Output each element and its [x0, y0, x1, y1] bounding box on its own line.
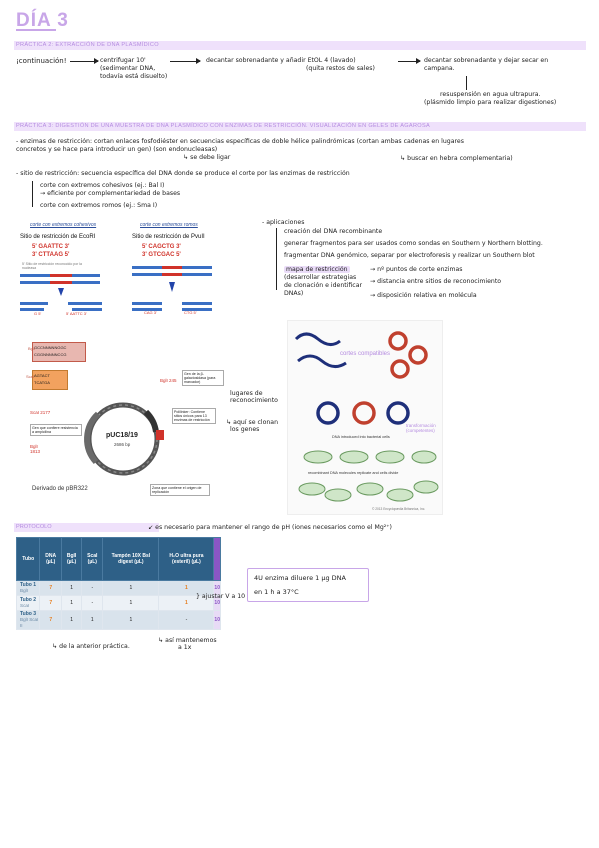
- fig-right-seq2: 3' GTCGAC 5': [142, 252, 181, 258]
- section-header-practica-3: PRÁCTICA 3: DIGESTIÓN DE UNA MUESTRA DE …: [14, 122, 586, 131]
- fig-left-cut-b: G 5': [34, 311, 42, 316]
- fig-left-title: corte con extremos cohesivos: [30, 222, 97, 228]
- flow-arrow: [398, 58, 421, 64]
- fig-right-diagram: [132, 266, 212, 311]
- fig-left-site: Sitio de restricción de EcoRI: [20, 234, 96, 240]
- fig-left-cut-a: 5' AATTC 3': [66, 311, 87, 316]
- note-ori: Zona que contiene el origen de replicaci…: [150, 484, 210, 496]
- label-introduced: DNA introduced into bacterial cells: [332, 435, 390, 439]
- col-h2o: H₂O ultra pura (esteril) (µL): [158, 537, 215, 581]
- applications-bracket: [276, 228, 277, 290]
- note-tampon: ↙ es necesario para mantener el rango de…: [148, 524, 392, 531]
- fig-left-diagram: [20, 274, 102, 311]
- label-cortes-compatibles: cortes compatibles: [340, 351, 391, 357]
- label-bgli-pos: BglI 245: [160, 378, 177, 383]
- label-scai: ScaI: [26, 374, 35, 379]
- label-bgli: BglI: [28, 346, 35, 351]
- restriction-site-definition: - sitio de restricción: secuencia especí…: [16, 170, 350, 177]
- plasmid-name: pUC18/19: [106, 432, 138, 439]
- box-bgli-seq: GCCNNNNNGGC CGGNNNNNCCG: [32, 342, 86, 362]
- enzymes-definition: - enzimas de restricción: cortan enlaces…: [16, 138, 464, 153]
- fig-right-cut-a: CAG 3': [144, 310, 157, 315]
- col-bgli: BglI (µL): [60, 537, 83, 581]
- note-polylinker: Polilinker: Contiene sitios únicos para …: [172, 408, 216, 424]
- figure-copyright: © 2013 Encyclopædia Britannica, Inc.: [372, 507, 426, 511]
- title-underline: [16, 29, 56, 31]
- fig-right-cut-b: CTG 5': [184, 310, 197, 315]
- col-tampon: Tampón 10X Bsl digest (µL): [102, 537, 160, 581]
- plasmid-size: 2686 bp: [114, 442, 131, 447]
- col-tubo: Tubo: [15, 537, 41, 581]
- enzyme-note-box: 4U enzima diluere 1 µg DNA en 1 h a 37°C: [247, 568, 369, 602]
- step-decantar-1: decantar sobrenadante y añadir EtOL 4 (l…: [206, 57, 375, 72]
- flow-arrow: [70, 58, 99, 64]
- box-scai-seq: AGTACT TCATGA: [32, 370, 68, 390]
- note-ligar: ↳ se debe ligar: [183, 154, 231, 161]
- recombinant-dna-figure: cortes compatibles DNA introduced into b…: [287, 320, 443, 515]
- label-transformacion: transformación (competentes): [406, 423, 436, 433]
- map-disposicion: → disposición relativa en molécula: [370, 292, 477, 299]
- fig-right-seq1: 5' CAGCTG 3': [142, 244, 181, 250]
- step-centrifugar: centrifugar 10'(sedimentar DNA,todavía e…: [100, 57, 168, 80]
- note-lacz: Gen de la β-galactosidasa (para marcador…: [182, 370, 224, 386]
- note-anterior: ↳ de la anterior práctica.: [52, 643, 130, 650]
- label-scai-pos: ScaI 2177: [30, 410, 51, 415]
- flow-arrow: [170, 58, 201, 64]
- note-hebra: ↳ buscar en hebra complementaria): [400, 155, 513, 162]
- fig-left-seq1: 5' GAATTC 3': [32, 244, 70, 250]
- fig-right-title: corte con extremos romos: [140, 222, 198, 228]
- col-dna: DNA (µL): [39, 537, 62, 581]
- map-puntos: → nº puntos de corte enzimas: [370, 266, 463, 273]
- section-header-protocolo: PROTOCOLO: [14, 523, 159, 532]
- app-mapa: mapa de restricción(desarrollar estrateg…: [284, 266, 363, 297]
- note-amp: Gen que confiere resistencia a ampicilin…: [30, 424, 82, 436]
- label-replicate: recombinant DNA molecules replicate and …: [308, 471, 399, 475]
- note-ajustar: } ajustar V a 10: [196, 593, 246, 600]
- col-total: [213, 537, 221, 581]
- protocol-table: Tubo DNA (µL) BglI (µL) ScaI (µL) Tampón…: [15, 537, 221, 630]
- map-distancia: → distancia entre sitios de reconocimien…: [370, 278, 502, 285]
- recombinant-diagram: [294, 331, 439, 502]
- step-resuspension: resuspensión en agua ultrapura.(plásmido…: [424, 91, 557, 106]
- plasmid-derived: Derivado de pBR322: [32, 486, 88, 492]
- cut-cohesive: corte con extremos cohesivos (ej.: Bal I…: [40, 182, 181, 197]
- bracket-line: [32, 181, 33, 207]
- cut-blunt: corte con extremos romos (ej.: Sma I): [40, 202, 158, 209]
- app-sondas: generar fragmentos para ser usados como …: [284, 240, 543, 247]
- fig-left-note: 5' Sitio de restricción reconocido por l…: [22, 262, 83, 270]
- col-scai: ScaI (µL): [81, 537, 104, 581]
- continuation-label: ¡continuación!: [16, 57, 67, 65]
- fig-left-seq2: 3' CTTAAG 5': [32, 252, 70, 258]
- restriction-cut-figure: corte con extremos cohesivos Sitio de re…: [14, 220, 234, 320]
- plasmid-circle: [84, 402, 164, 476]
- label-bgli-pos2: BglI 1813: [30, 444, 41, 454]
- applications-heading: - aplicaciones: [262, 219, 305, 226]
- page-title: DÍA 3: [16, 10, 69, 31]
- app-fragmentar: fragmentar DNA genómico, separar por ele…: [284, 252, 535, 259]
- flow-arrow-down: [466, 76, 467, 90]
- section-header-practica-2: PRÁCTICA 2: EXTRACCIÓN DE DNA PLASMÍDICO: [14, 41, 586, 50]
- fig-right-site: Sitio de restricción de PvuII: [132, 234, 205, 240]
- app-recombinant: creación del DNA recombinante: [284, 228, 383, 235]
- plasmid-map-figure: GCCNNNNNGGC CGGNNNNNCCG BglI AGTACT TCAT…: [22, 336, 247, 506]
